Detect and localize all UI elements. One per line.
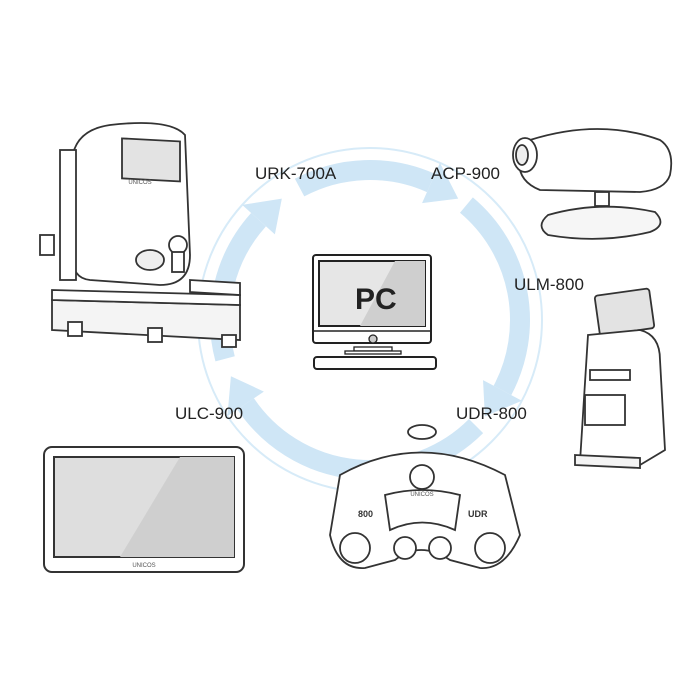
udr-marking-right: UDR	[468, 509, 488, 519]
arrow-arc-2	[459, 197, 530, 396]
label-acp-900: ACP-900	[431, 164, 500, 183]
ulm-800-device-illustration	[574, 287, 666, 469]
udr-marking-left: 800	[358, 509, 373, 519]
pc-label: PC	[355, 283, 397, 316]
ulc-brand-logo: UNICOS	[132, 563, 155, 569]
label-ulm-800: ULM-800	[514, 275, 584, 294]
udr-brand-logo: UNICOS	[410, 492, 433, 498]
arrow-head-0	[242, 198, 282, 235]
ulc-900-device-illustration	[43, 446, 245, 573]
cycle-arrows	[210, 160, 530, 480]
label-ulc-900: ULC-900	[175, 404, 244, 423]
arrow-head-1	[422, 162, 459, 204]
acp-900-device-illustration	[512, 128, 673, 240]
label-urk-700a: URK-700A	[255, 164, 337, 183]
pc-icon	[312, 254, 437, 370]
arrow-head-3	[227, 376, 264, 417]
udr-800-device-illustration	[329, 424, 521, 569]
urk-brand-logo: UNICOS	[128, 180, 151, 186]
label-udr-800: UDR-800	[456, 404, 527, 423]
urk-700a-device-illustration	[39, 122, 241, 348]
arrow-arc-1	[294, 160, 436, 197]
arrow-head-2	[483, 380, 522, 417]
